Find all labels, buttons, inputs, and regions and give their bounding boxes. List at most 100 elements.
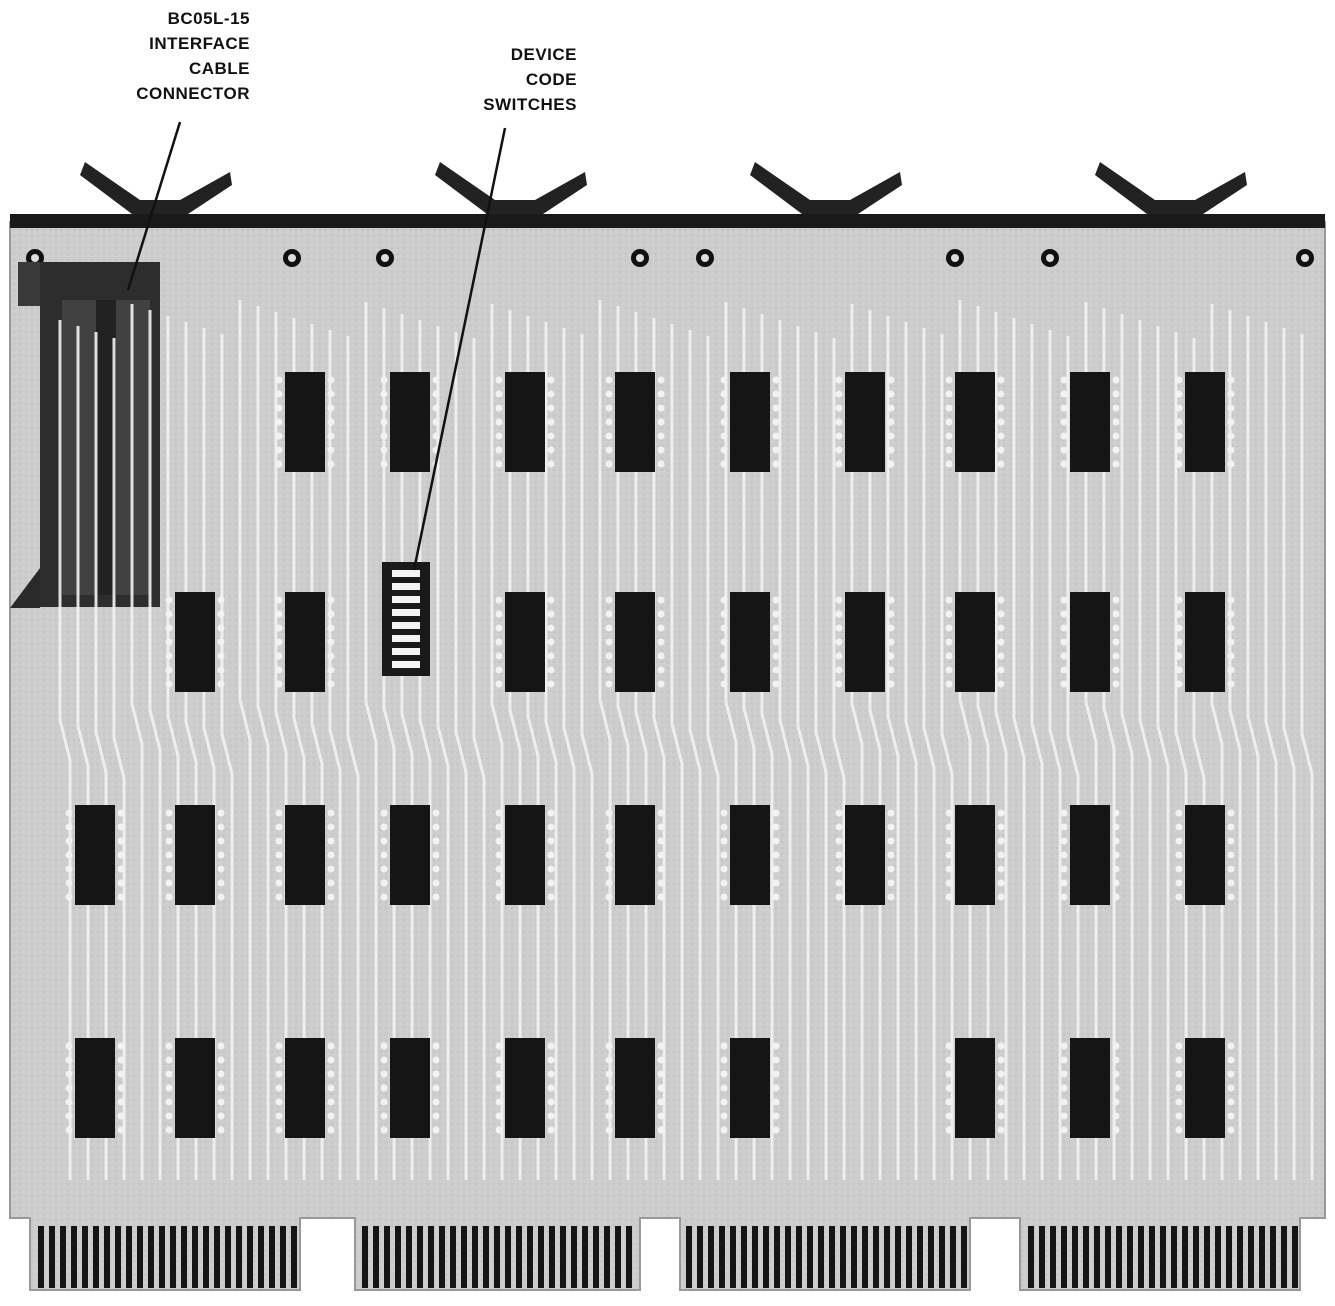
edge-finger (181, 1226, 187, 1288)
chip-pin (275, 596, 283, 604)
chip-pin (547, 460, 555, 468)
chip-pin (432, 1112, 440, 1120)
chip-pin (1060, 1126, 1068, 1134)
edge-finger (571, 1226, 577, 1288)
chip-pin (547, 446, 555, 454)
chip-pin (1227, 1070, 1235, 1078)
chip-pin (997, 404, 1005, 412)
interface-cable-connector (10, 262, 160, 608)
chip-pin (327, 404, 335, 412)
chip-pin (997, 809, 1005, 817)
chip-pin (1227, 837, 1235, 845)
chip-pin (1112, 809, 1120, 817)
chip-pin (1060, 823, 1068, 831)
chip-pin (547, 418, 555, 426)
edge-finger (560, 1226, 566, 1288)
ic-chip (505, 372, 545, 472)
chip-pin (1112, 1112, 1120, 1120)
chip-pin (1112, 1042, 1120, 1050)
chip-pin (275, 666, 283, 674)
chip-pin (495, 610, 503, 618)
circuit-trace (688, 330, 702, 1180)
chip-pin (1060, 638, 1068, 646)
chip-pin (432, 865, 440, 873)
chip-pin (380, 390, 388, 398)
chip-pin (835, 404, 843, 412)
chip-pin (1175, 1056, 1183, 1064)
chip-pin (1175, 432, 1183, 440)
circuit-trace (1264, 322, 1278, 1180)
chip-pin (65, 1126, 73, 1134)
edge-finger (1094, 1226, 1100, 1288)
chip-pin (945, 865, 953, 873)
chip-pin (605, 879, 613, 887)
device-code-switches (382, 562, 430, 676)
chip-pin (327, 1126, 335, 1134)
ic-chip (955, 592, 995, 692)
chip-pin (605, 865, 613, 873)
chip-pin (275, 893, 283, 901)
edge-finger (236, 1226, 242, 1288)
chip-pin (1060, 1042, 1068, 1050)
chip-pin (1175, 1084, 1183, 1092)
chip-pin (835, 460, 843, 468)
edge-finger (395, 1226, 401, 1288)
circuit-trace (598, 300, 612, 1180)
edge-finger (807, 1226, 813, 1288)
chip-pin (720, 376, 728, 384)
edge-finger (593, 1226, 599, 1288)
mounting-hole-center (31, 254, 39, 262)
chip-pin (495, 666, 503, 674)
callout-line: BC05L-15 (167, 9, 250, 28)
circuit-trace (130, 304, 144, 1180)
chip-pin (772, 624, 780, 632)
chip-pin (495, 390, 503, 398)
chip-pin (1227, 1098, 1235, 1106)
chip-pin (1112, 652, 1120, 660)
chip-pin (165, 680, 173, 688)
chip-pin (605, 680, 613, 688)
connector-callout-leader (126, 121, 182, 291)
chip-pin (657, 1042, 665, 1050)
chip-pin (117, 1056, 125, 1064)
chip-pin (772, 652, 780, 660)
chip-pin (65, 1098, 73, 1106)
chip-pin (217, 680, 225, 688)
chip-pin (1175, 893, 1183, 901)
edge-finger (126, 1226, 132, 1288)
edge-finger (104, 1226, 110, 1288)
chip-pin (380, 809, 388, 817)
chip-pin (997, 893, 1005, 901)
chip-pin (657, 610, 665, 618)
chip-pin (997, 823, 1005, 831)
chip-pin (117, 1112, 125, 1120)
chip-pin (605, 809, 613, 817)
chip-pin (835, 624, 843, 632)
circuit-trace (1084, 302, 1098, 1180)
chip-pin (117, 837, 125, 845)
chip-pin (887, 851, 895, 859)
edge-finger (1226, 1226, 1232, 1288)
chip-pin (117, 1084, 125, 1092)
chip-pin (495, 460, 503, 468)
chip-pin (997, 666, 1005, 674)
chip-pin (65, 879, 73, 887)
circuit-trace (148, 310, 162, 1180)
chip-pin (327, 1070, 335, 1078)
chip-pin (380, 851, 388, 859)
chip-pin (547, 1056, 555, 1064)
chip-pin (1060, 1070, 1068, 1078)
edge-finger (1028, 1226, 1034, 1288)
edge-finger (1072, 1226, 1078, 1288)
chip-pin (772, 865, 780, 873)
chip-pin (835, 376, 843, 384)
chip-pin (327, 666, 335, 674)
chip-pin (432, 837, 440, 845)
chip-pin (720, 446, 728, 454)
chip-pin (1112, 460, 1120, 468)
circuit-trace (58, 320, 72, 1180)
chip-pin (495, 596, 503, 604)
chip-pin (1227, 893, 1235, 901)
circuit-trace (562, 328, 576, 1180)
chip-pin (432, 1056, 440, 1064)
